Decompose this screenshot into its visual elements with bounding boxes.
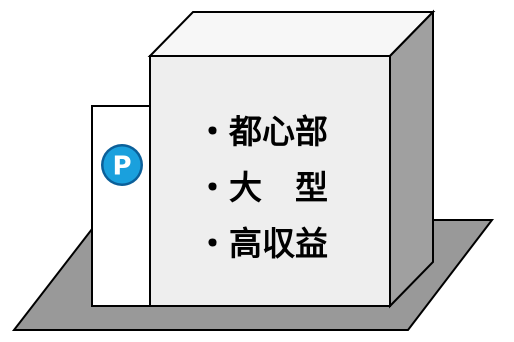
- building-front: [149, 55, 391, 307]
- parking-tower: [91, 105, 153, 307]
- feature-item-profit: ・高収益: [196, 224, 328, 263]
- building-side: [389, 9, 434, 309]
- parking-icon: P: [101, 144, 143, 186]
- parking-icon-label: P: [112, 152, 131, 182]
- feature-item-large: ・大 型: [196, 168, 328, 207]
- feature-item-central: ・都心部: [196, 112, 328, 151]
- building-top: [147, 11, 436, 57]
